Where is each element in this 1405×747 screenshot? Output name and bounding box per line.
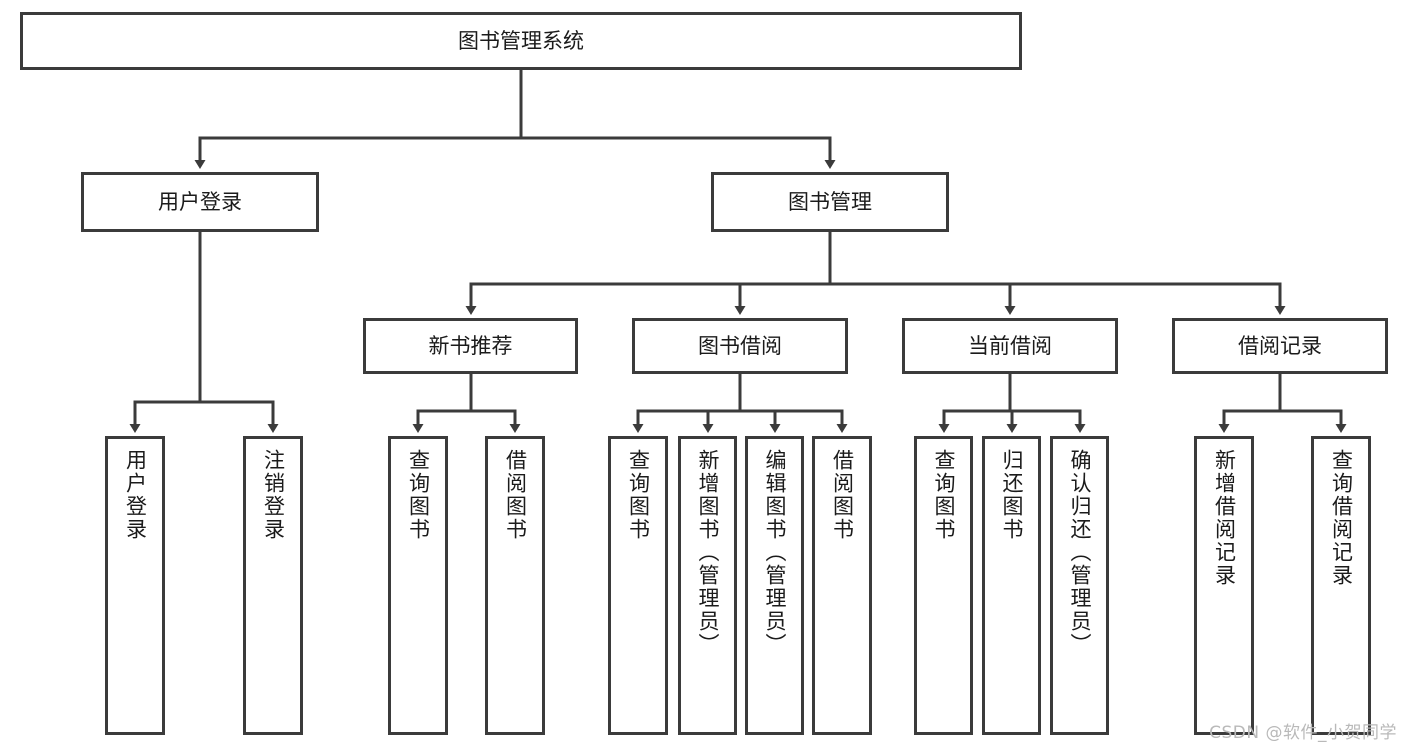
node-label: 查询图书 <box>932 449 956 541</box>
node-leaf-query-record[interactable]: 查询借阅记录 <box>1311 436 1371 735</box>
node-root[interactable]: 图书管理系统 <box>20 12 1022 70</box>
node-leaf-query-book-1[interactable]: 查询图书 <box>388 436 448 735</box>
node-leaf-query-book-2[interactable]: 查询图书 <box>608 436 668 735</box>
node-label: 查询借阅记录 <box>1329 449 1354 587</box>
node-label: 用户登录 <box>158 189 242 214</box>
node-label: 当前借阅 <box>968 333 1052 358</box>
node-label: 编辑图书（管理员） <box>763 449 787 656</box>
node-current-borrow[interactable]: 当前借阅 <box>902 318 1118 374</box>
node-label: 借阅图书 <box>503 449 528 541</box>
node-label: 图书管理系统 <box>458 28 584 53</box>
node-leaf-confirm-return[interactable]: 确认归还（管理员） <box>1050 436 1109 735</box>
node-book-borrow[interactable]: 图书借阅 <box>632 318 848 374</box>
node-label: 归还图书 <box>1000 449 1024 541</box>
node-label: 借阅图书 <box>830 449 855 541</box>
node-new-book-recommend[interactable]: 新书推荐 <box>363 318 578 374</box>
node-user-login[interactable]: 用户登录 <box>81 172 319 232</box>
node-leaf-user-login[interactable]: 用户登录 <box>105 436 165 735</box>
node-book-manage[interactable]: 图书管理 <box>711 172 949 232</box>
node-label: 用户登录 <box>123 449 148 541</box>
node-label: 确认归还（管理员） <box>1068 449 1092 656</box>
node-leaf-query-book-3[interactable]: 查询图书 <box>914 436 973 735</box>
node-label: 图书管理 <box>788 189 872 214</box>
node-label: 新书推荐 <box>428 333 513 358</box>
node-label: 图书借阅 <box>698 333 782 358</box>
node-leaf-add-record[interactable]: 新增借阅记录 <box>1194 436 1254 735</box>
node-leaf-add-book[interactable]: 新增图书（管理员） <box>678 436 737 735</box>
node-label: 借阅记录 <box>1238 333 1322 358</box>
node-label: 新增借阅记录 <box>1212 449 1237 587</box>
node-label: 新增图书（管理员） <box>696 449 720 656</box>
node-borrow-record[interactable]: 借阅记录 <box>1172 318 1388 374</box>
node-label: 查询图书 <box>626 449 651 541</box>
node-leaf-borrow-book-2[interactable]: 借阅图书 <box>812 436 872 735</box>
node-label: 查询图书 <box>406 449 431 541</box>
node-leaf-logout[interactable]: 注销登录 <box>243 436 303 735</box>
node-leaf-return-book[interactable]: 归还图书 <box>982 436 1041 735</box>
node-leaf-edit-book[interactable]: 编辑图书（管理员） <box>745 436 804 735</box>
node-label: 注销登录 <box>261 449 286 541</box>
node-leaf-borrow-book-1[interactable]: 借阅图书 <box>485 436 545 735</box>
